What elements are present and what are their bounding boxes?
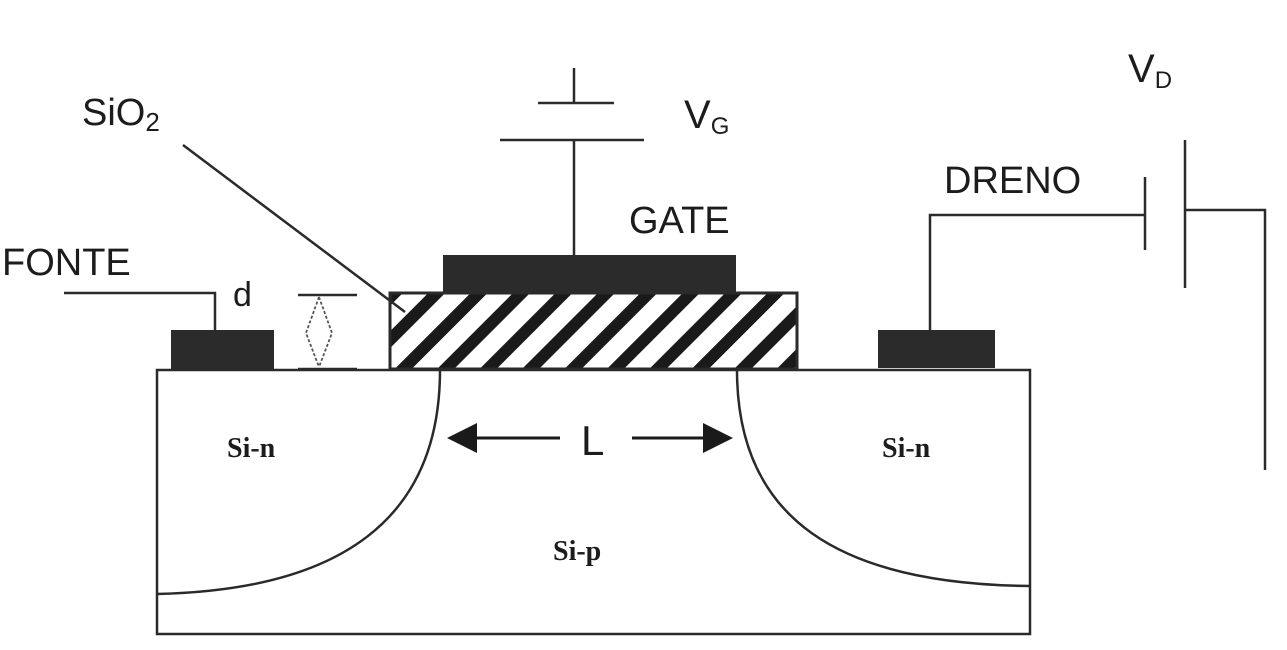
drain-wire	[928, 213, 1145, 330]
source-region-boundary	[156, 369, 442, 596]
source-wire	[64, 291, 217, 330]
battery-return-wire	[1185, 208, 1267, 470]
drain-contact	[878, 330, 995, 368]
label-vg: VG	[684, 93, 729, 140]
label-sio2: SiO2	[82, 92, 160, 137]
substrate	[155, 368, 1032, 636]
label-dreno: DRENO	[944, 160, 1081, 202]
thickness-arrow	[305, 296, 333, 368]
label-si-p: Si-p	[553, 536, 601, 567]
label-si-n-left: Si-n	[227, 433, 276, 464]
label-fonte: FONTE	[2, 242, 131, 284]
source-contact	[171, 330, 274, 370]
label-vd: VD	[1128, 47, 1172, 94]
oxide-layer	[388, 291, 799, 371]
gate-electrode	[443, 255, 736, 293]
label-l: L	[581, 417, 604, 464]
label-si-n-right: Si-n	[882, 433, 931, 464]
drain-region-boundary	[735, 369, 1031, 588]
oxide-leader-line	[182, 144, 406, 313]
label-gate: GATE	[629, 200, 730, 242]
label-d: d	[233, 276, 252, 314]
